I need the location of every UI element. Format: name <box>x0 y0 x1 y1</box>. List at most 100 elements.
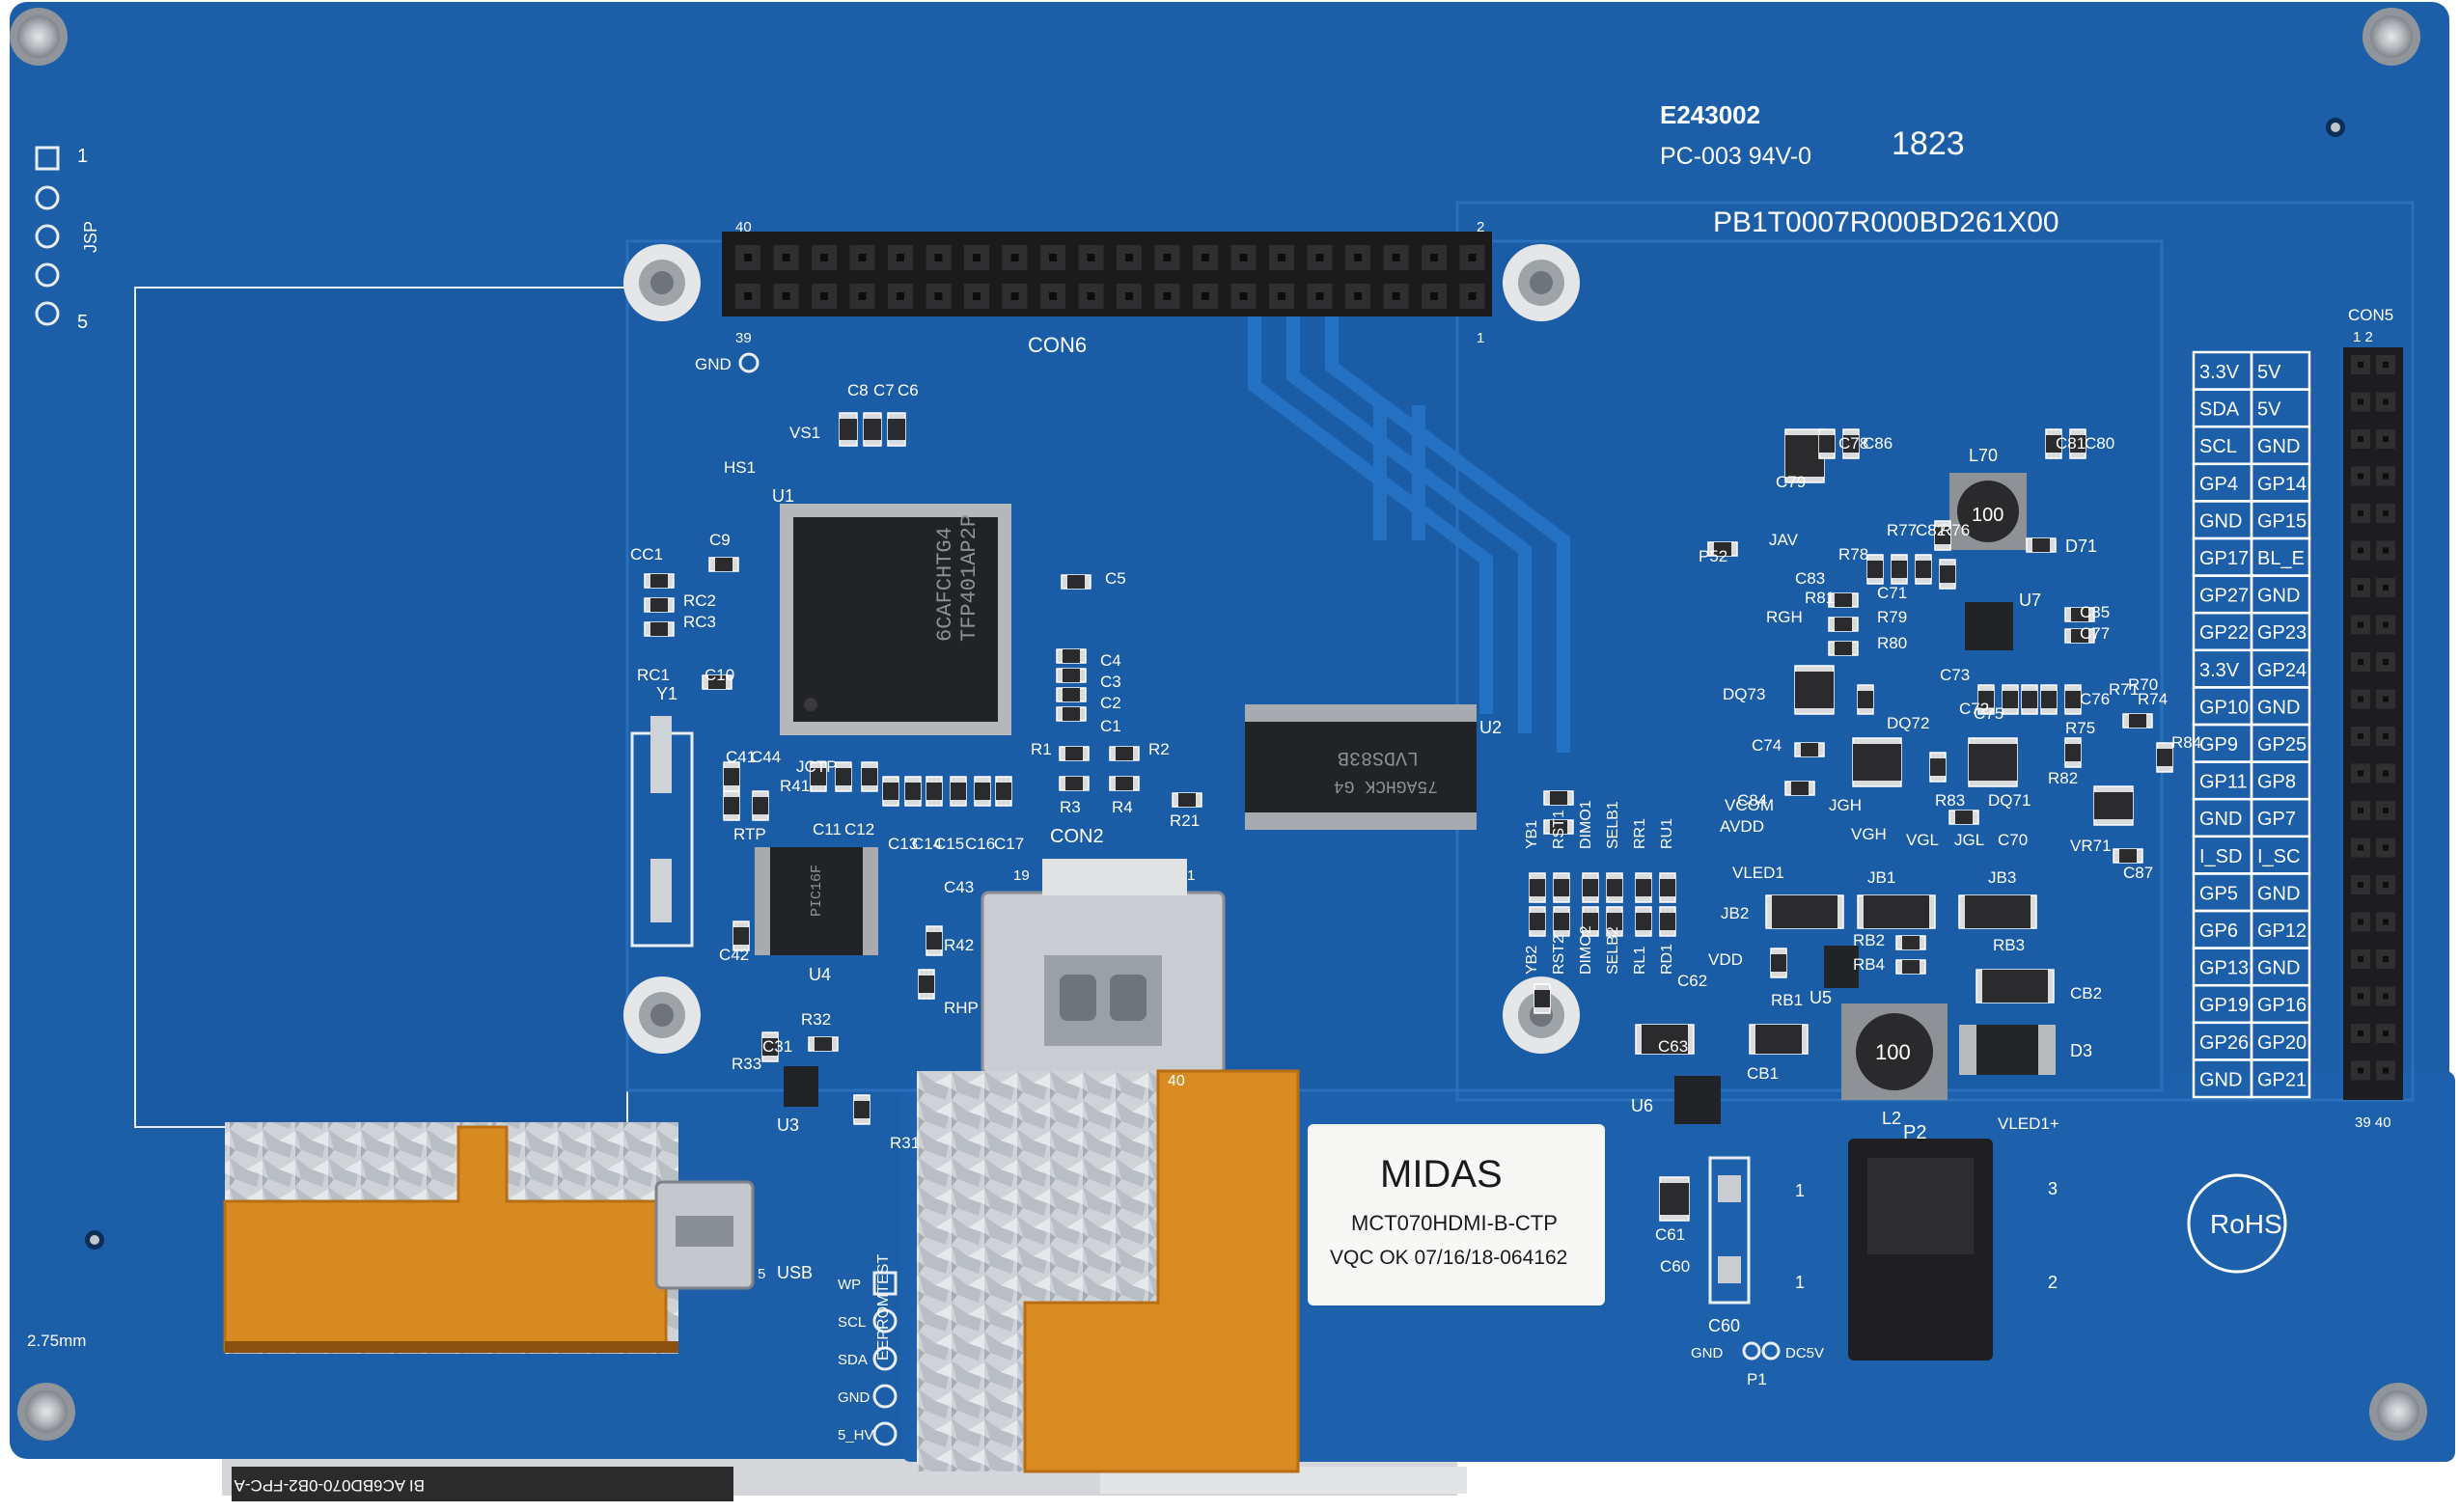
con5-pin-hole <box>2383 1067 2389 1074</box>
ref-label: RGH <box>1766 608 1803 626</box>
pin-table-label: SCL <box>2199 436 2237 457</box>
ref-label: R32 <box>801 1010 831 1029</box>
con6-pin-hole <box>1468 292 1477 300</box>
smd-part-body <box>708 675 726 689</box>
smd-part-body <box>1785 435 1824 477</box>
midas-sticker <box>1308 1124 1605 1306</box>
ref-label: RC3 <box>683 613 716 631</box>
ref-label: DQ71 <box>1988 791 2031 810</box>
con6-pin-hole <box>1239 254 1248 261</box>
usb-pin5: 5 <box>758 1266 765 1282</box>
mount-hole-bl <box>17 1383 75 1441</box>
smd-part-body <box>650 622 668 636</box>
con6-pin-hole <box>1163 254 1172 261</box>
pin-table-label: GND <box>2257 958 2300 979</box>
ref-label: JGH <box>1829 796 1862 814</box>
fpc-tail-text: BI AC6BD070-0B2-FPC-A <box>234 1476 425 1495</box>
u4-chip <box>755 847 878 955</box>
smd-part-body <box>854 1101 870 1118</box>
con5-pin-hole <box>2383 362 2389 368</box>
ref-label: RB4 <box>1853 955 1885 974</box>
con6-pin-hole <box>744 254 752 261</box>
con5-pin-hole <box>2358 770 2363 777</box>
d71-label: D71 <box>2065 536 2097 556</box>
smd-part-body <box>1892 561 1907 578</box>
ref-label: C17 <box>994 835 1024 853</box>
smd-part-body <box>1978 691 1994 708</box>
con5-pin-hole <box>2383 808 2389 813</box>
sticker-model: MCT070HDMI-B-CTP <box>1351 1211 1558 1235</box>
smd-part-body <box>733 927 749 945</box>
con5-pins-bottom: 39 40 <box>2355 1114 2391 1131</box>
ref-label: VGL <box>1906 831 1939 849</box>
con6-pin-hole <box>973 292 981 300</box>
ref-label: JCTP <box>796 757 838 776</box>
pin-table-label: GND <box>2257 436 2300 457</box>
con6-pin-hole <box>1354 254 1362 261</box>
ref-label-vertical: DIMO2 <box>1578 925 1594 975</box>
ref-label: C13 <box>888 835 918 853</box>
con6-pins <box>735 245 1485 309</box>
smd-part-body <box>1867 561 1883 578</box>
pin-table-label: GP24 <box>2257 660 2307 681</box>
con6-pin-hole <box>1392 254 1400 261</box>
smd-part-body <box>1965 895 2031 928</box>
smd-part-body <box>2065 691 2081 708</box>
ref-label: RB1 <box>1771 991 1803 1009</box>
smd-part-body <box>1583 879 1598 896</box>
pin-table-label: GP15 <box>2257 510 2307 532</box>
pin-table-label: 5V <box>2257 399 2281 421</box>
ref-label: JB1 <box>1867 868 1895 887</box>
ref-label: DQ73 <box>1723 685 1765 703</box>
l70-inductor <box>1949 473 2027 550</box>
l70-value: 100 <box>1972 505 2003 526</box>
con6-pin-hole <box>973 254 981 261</box>
ref-label: C87 <box>2123 864 2153 882</box>
smd-part-body <box>1660 913 1675 930</box>
eeprom-pad <box>872 1384 898 1409</box>
smd-part-body <box>836 768 851 785</box>
ref-label: C85 <box>2080 603 2110 621</box>
ref-label: C73 <box>1940 666 1970 684</box>
usb-label: USB <box>777 1263 813 1282</box>
smd-part-body <box>951 783 966 800</box>
pin-table-label: GP21 <box>2257 1069 2307 1090</box>
ref-label: R42 <box>944 936 974 954</box>
ref-label: R77 <box>1887 521 1917 539</box>
pin-table-label: GND <box>2199 510 2242 532</box>
con6-pin-hole <box>858 254 867 261</box>
ref-label: C77 <box>2080 624 2110 643</box>
pin-table-label: GP26 <box>2199 1032 2249 1054</box>
con5-pin-hole <box>2383 733 2389 739</box>
smd-part-body <box>724 797 739 814</box>
smd-part-body <box>975 783 990 800</box>
ref-label: R3 <box>1060 798 1081 816</box>
ref-label: C16 <box>965 835 995 853</box>
smd-part-body <box>1065 777 1083 790</box>
smd-part-body <box>724 768 739 785</box>
con6-pin-hole <box>1087 292 1095 300</box>
eeprom-pad <box>872 1308 898 1333</box>
pin-table-label: GP22 <box>2199 622 2249 644</box>
p2-pin2: 2 <box>2048 1273 2058 1292</box>
ref-label: R81 <box>1805 589 1835 607</box>
ref-label: C9 <box>709 531 731 549</box>
pin-table-label: GP19 <box>2199 995 2249 1016</box>
con6-pin-hole <box>1315 254 1324 261</box>
ref-label: C1 <box>1100 717 1121 735</box>
jsp-header <box>35 146 60 326</box>
ref-label: C84 <box>1737 791 1767 810</box>
pin-table-label: GP13 <box>2199 958 2249 979</box>
con6-pin-hole <box>1087 254 1095 261</box>
micro-usb <box>654 1180 755 1290</box>
con5-pin-hole <box>2358 473 2363 480</box>
standoff-2 <box>1503 244 1580 321</box>
con6-pin-hole <box>1010 292 1019 300</box>
eeprom-label: EEPROMTEST <box>875 1254 892 1361</box>
smd-part-body <box>2041 691 2057 708</box>
ref-label-vertical: SELB2 <box>1605 926 1621 975</box>
fpc-pin40: 40 <box>1168 1073 1185 1089</box>
con6-pin-hole <box>1163 292 1172 300</box>
smd-part-body <box>715 558 732 571</box>
